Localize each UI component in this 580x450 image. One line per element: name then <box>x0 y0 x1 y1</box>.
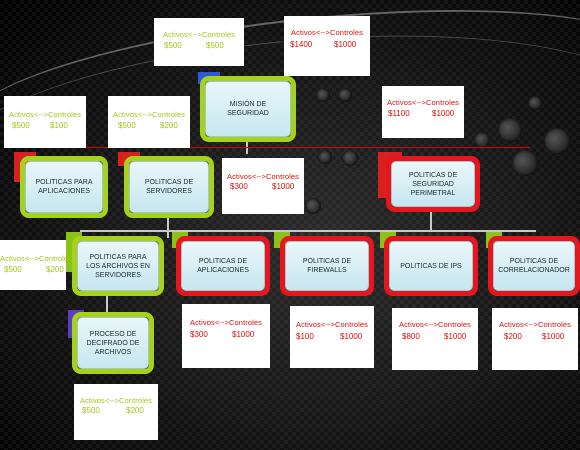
controles-value: $1000 <box>272 182 295 191</box>
card-header: Activos<-->Controles <box>112 110 186 119</box>
cost-card: Activos<-->Controles $1400 $1000 <box>284 16 370 76</box>
card-header: Activos<-->Controles <box>189 318 263 327</box>
cost-card: Activos<-->Controles $100 $1000 <box>290 306 374 368</box>
connector-line <box>430 206 432 232</box>
activos-value: $300 <box>190 330 208 339</box>
controles-value: $1000 <box>542 332 565 341</box>
node-label: POLITICAS PARA APLICACIONES <box>35 179 93 195</box>
connector-line <box>167 218 169 238</box>
cost-card: Activos<-->Controles $800 $1000 <box>392 308 478 370</box>
background-hole <box>318 150 332 164</box>
node-label: POLITICAS DE APLICACIONES <box>197 258 249 274</box>
connector-line <box>246 142 248 154</box>
controles-value: $200 <box>46 265 64 274</box>
activos-value: $500 <box>4 265 22 274</box>
node-politicas-de-correlacionador: POLITICAS DE CORRELACIONADOR <box>488 236 580 296</box>
controles-value: $1000 <box>340 332 363 341</box>
controles-value: $1000 <box>432 109 455 118</box>
node-label: PROCESO DE DECIFRADO DE ARCHIVOS <box>86 330 140 356</box>
activos-value: $300 <box>230 182 248 191</box>
cost-card: Activos<-->Controles $300 $1000 <box>222 158 304 214</box>
cost-card: Activos<-->Controles $200 $1000 <box>492 308 578 370</box>
card-header: Activos<-->Controles <box>0 254 73 263</box>
node-label: POLITICAS DE CORRELACIONADOR <box>498 258 570 274</box>
background-hole <box>474 132 490 148</box>
cost-card: Activos<-->Controles $500 $200 <box>74 384 158 440</box>
cost-card: Activos<-->Controles $500 $500 <box>154 18 244 66</box>
node-label: POLITICAS DE SERVIDORES <box>144 179 194 195</box>
controles-value: $500 <box>206 41 224 50</box>
node-politicas-para-los-archivos-en-servidores: POLITICAS PARA LOS ARCHIVOS EN SERVIDORE… <box>72 236 164 296</box>
cost-card: Activos<-->Controles $500 $200 <box>108 96 190 148</box>
cost-card: Activos<-->Controles $1100 $1000 <box>382 86 464 138</box>
card-header: Activos<-->Controles <box>498 320 572 329</box>
connector-line <box>106 296 108 312</box>
activos-value: $500 <box>82 406 100 415</box>
background-hole <box>316 88 330 102</box>
controles-value: $200 <box>160 121 178 130</box>
node-label: POLITICAS PARA LOS ARCHIVOS EN SERVIDORE… <box>86 253 150 279</box>
node-proceso-de-decifrado-de-archivos: PROCESO DE DECIFRADO DE ARCHIVOS <box>72 312 154 374</box>
background-hole <box>528 96 542 110</box>
activos-value: $1400 <box>290 40 313 49</box>
cost-card: Activos<-->Controles $500 $200 <box>0 240 73 290</box>
node-politicas-de-firewalls: POLITICAS DE FIREWALLS <box>280 236 374 296</box>
activos-value: $200 <box>504 332 522 341</box>
card-header: Activos<-->Controles <box>79 396 153 405</box>
node-label: MISIÓN DE SEGURIDAD <box>227 101 269 117</box>
card-header: Activos<-->Controles <box>386 98 460 107</box>
activos-value: $500 <box>164 41 182 50</box>
controles-value: $1000 <box>334 40 357 49</box>
node-label: POLITICAS DE IPS <box>400 262 462 270</box>
connector-line <box>60 147 530 148</box>
background-hole <box>498 118 522 142</box>
card-header: Activos<-->Controles <box>226 172 300 181</box>
background-hole <box>342 150 358 166</box>
node-politicas-para-aplicaciones: POLITICAS PARA APLICACIONES <box>20 156 108 218</box>
connector-line <box>80 230 536 232</box>
background-hole <box>305 198 321 214</box>
node-politicas-de-ips: POLITICAS DE IPS <box>384 236 478 296</box>
activos-value: $500 <box>118 121 136 130</box>
activos-value: $800 <box>402 332 420 341</box>
node-politicas-de-aplicaciones: POLITICAS DE APLICACIONES <box>176 236 270 296</box>
cost-card: Activos<-->Controles $500 $100 <box>4 96 86 148</box>
node-mision-de-seguridad: MISIÓN DE SEGURIDAD <box>200 76 296 142</box>
card-header: Activos<-->Controles <box>290 28 364 37</box>
node-politicas-de-servidores: POLITICAS DE SERVIDORES <box>124 156 214 218</box>
controles-value: $1000 <box>444 332 467 341</box>
card-header: Activos<-->Controles <box>8 110 82 119</box>
controles-value: $100 <box>50 121 68 130</box>
background-hole <box>544 128 570 154</box>
controles-value: $1000 <box>232 330 255 339</box>
node-politicas-de-seguridad-perimetral: POLITICAS DE SEGURIDAD PERIMETRAL <box>386 156 480 212</box>
card-header: Activos<-->Controles <box>398 320 472 329</box>
node-label: POLITICAS DE FIREWALLS <box>302 258 352 274</box>
activos-value: $1100 <box>388 109 410 118</box>
node-label: POLITICAS DE SEGURIDAD PERIMETRAL <box>408 171 458 197</box>
activos-value: $100 <box>296 332 314 341</box>
controles-value: $200 <box>126 406 144 415</box>
background-hole <box>338 88 352 102</box>
cost-card: Activos<-->Controles $300 $1000 <box>182 304 270 368</box>
activos-value: $500 <box>12 121 30 130</box>
card-header: Activos<-->Controles <box>295 320 369 329</box>
background-hole <box>512 150 538 176</box>
card-header: Activos<-->Controles <box>162 30 236 39</box>
